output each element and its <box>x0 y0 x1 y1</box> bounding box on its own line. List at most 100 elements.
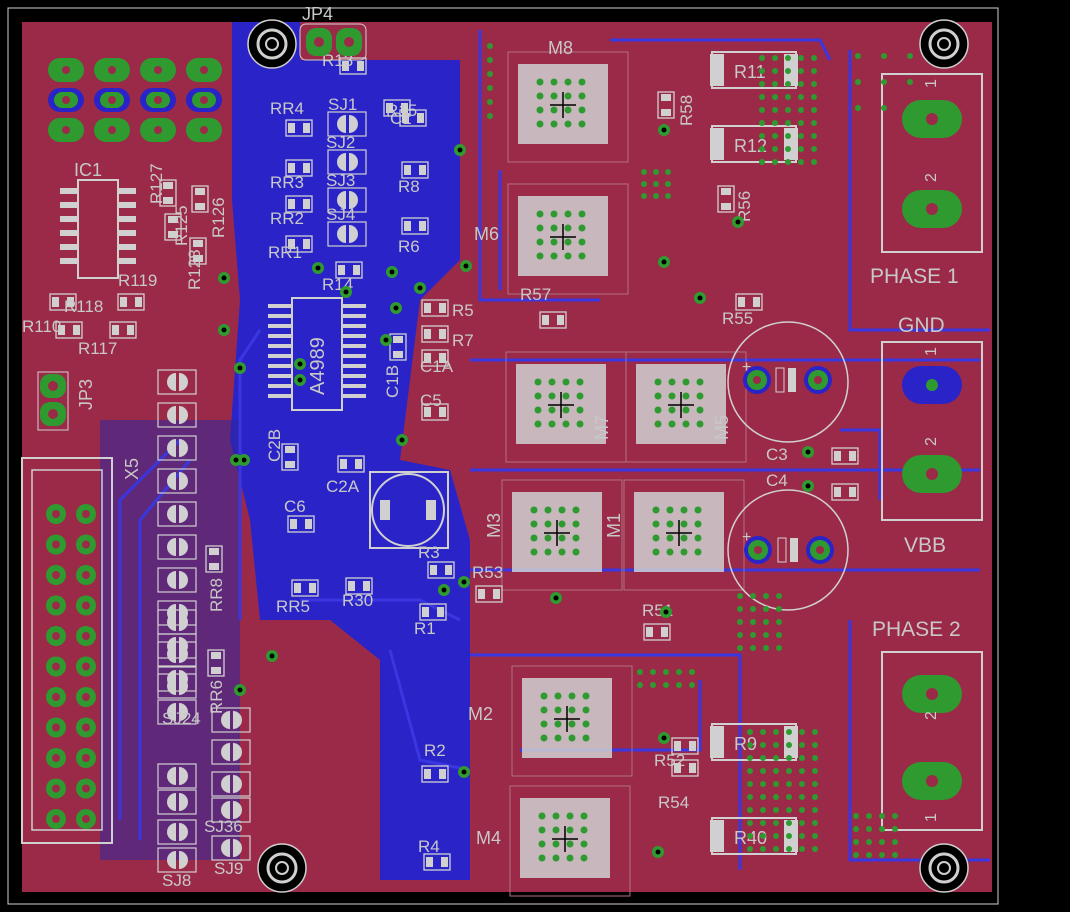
solder-jumper <box>211 707 251 733</box>
part-c2a: C2A <box>326 455 365 496</box>
via <box>799 742 805 748</box>
via <box>760 807 766 813</box>
a4989-pin <box>342 314 366 318</box>
via <box>776 619 782 625</box>
power-resistors: R11R12R9R40 <box>710 51 798 855</box>
via <box>855 53 861 59</box>
label-sj1: SJ1 <box>328 95 357 114</box>
solder-jumper <box>157 847 197 873</box>
label-rr3: RR3 <box>270 173 304 192</box>
solder-jumper <box>157 609 197 635</box>
label-m6: M6 <box>474 224 499 244</box>
via <box>811 159 817 165</box>
label-jp4: JP4 <box>302 4 333 24</box>
label-m7: M7 <box>592 415 612 440</box>
via <box>799 846 805 852</box>
via <box>763 606 769 612</box>
via <box>750 645 756 651</box>
via <box>665 169 671 175</box>
solder-jumper <box>327 111 367 137</box>
silkscreen-labels: JP4 IC1 X5 JP3 A4989 PHASE 1 GND VBB PHA… <box>74 4 961 641</box>
via <box>786 742 792 748</box>
via <box>759 94 765 100</box>
via <box>773 833 779 839</box>
ic1-pins <box>60 188 136 264</box>
ic1-pin <box>60 202 78 208</box>
via <box>892 839 898 845</box>
via <box>737 645 743 651</box>
via <box>737 593 743 599</box>
a4989-pin <box>268 374 292 378</box>
label-m2: M2 <box>468 704 493 724</box>
label-c2b: C2B <box>265 429 284 462</box>
via <box>785 159 791 165</box>
label-m5: M5 <box>712 415 732 440</box>
via <box>737 606 743 612</box>
via <box>879 839 885 845</box>
part-rr8: RR8 <box>205 545 226 612</box>
cap-c7 <box>369 471 449 549</box>
via <box>759 107 765 113</box>
solder-jumper <box>211 771 251 797</box>
via <box>907 79 913 85</box>
label-c4: C4 <box>766 471 788 490</box>
via <box>747 820 753 826</box>
ic1-pin <box>60 258 78 264</box>
a4989-pin <box>342 374 366 378</box>
via <box>747 846 753 852</box>
label-m8: M8 <box>548 38 573 58</box>
via <box>773 729 779 735</box>
part-r55: R55 <box>722 293 763 328</box>
via <box>763 632 769 638</box>
via <box>866 852 872 858</box>
solder-jumper <box>157 641 197 667</box>
ic1-pin <box>60 244 78 250</box>
label-r11: R11 <box>734 62 766 82</box>
via <box>772 107 778 113</box>
label-sj9: SJ9 <box>214 859 243 878</box>
solder-jumper <box>157 369 197 395</box>
via <box>747 807 753 813</box>
via <box>760 781 766 787</box>
mosfet-m3: M3 <box>484 479 623 591</box>
a4989-pin <box>342 334 366 338</box>
a4989-pin <box>268 344 292 348</box>
terminal-pin-number: 2 <box>923 173 940 182</box>
a4989-pin <box>342 324 366 328</box>
via <box>811 133 817 139</box>
via <box>650 669 656 675</box>
solder-jumper <box>157 435 197 461</box>
via <box>773 794 779 800</box>
label-jp3: JP3 <box>76 379 96 410</box>
via <box>665 181 671 187</box>
label-r58: R58 <box>677 95 696 126</box>
via <box>641 193 647 199</box>
solder-jumper <box>157 673 197 699</box>
ic1-pin <box>118 258 136 264</box>
terminal-gnd-vbb <box>881 341 983 521</box>
via <box>881 105 887 111</box>
via <box>747 729 753 735</box>
label-rr4: RR4 <box>270 99 304 118</box>
via <box>759 146 765 152</box>
label-c2a: C2A <box>326 477 360 496</box>
mount-hole <box>247 19 297 69</box>
mosfet-m2: M2 <box>468 665 633 777</box>
part-r4: R4 <box>418 837 451 871</box>
via <box>760 794 766 800</box>
via <box>907 105 913 111</box>
part-rr1: RR1 <box>268 235 313 262</box>
via <box>799 820 805 826</box>
a4989-pin <box>268 394 292 398</box>
via <box>772 146 778 152</box>
part-c5: C5 <box>420 391 449 421</box>
via <box>747 768 753 774</box>
solder-jumper <box>157 819 197 845</box>
resistor-r40: R40 <box>710 817 798 855</box>
via <box>763 593 769 599</box>
via <box>487 43 493 49</box>
via <box>799 768 805 774</box>
via <box>772 94 778 100</box>
solder-jumper <box>157 763 197 789</box>
